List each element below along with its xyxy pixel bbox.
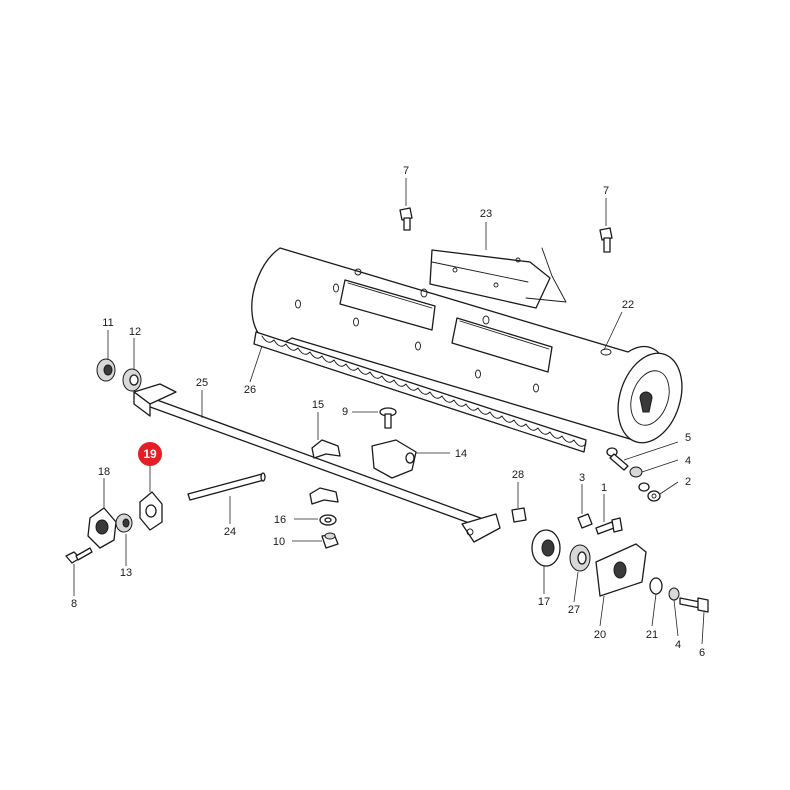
label-8: 8: [71, 598, 77, 610]
leader-lines: [73, 178, 705, 645]
highlight-marker-19[interactable]: 19: [138, 442, 162, 492]
key-28: [511, 507, 527, 523]
bolt-7-right: [599, 227, 613, 253]
washer-2: [638, 482, 661, 502]
nut-4-upper: [629, 466, 643, 478]
bolt-8: [65, 547, 93, 564]
label-6: 6: [699, 647, 705, 659]
label-4-upper: 4: [685, 455, 691, 467]
label-13: 13: [120, 567, 132, 579]
label-16: 16: [274, 514, 286, 526]
bushing-13: [115, 513, 133, 533]
small-rod: [187, 472, 266, 501]
label-2: 2: [685, 476, 691, 488]
bolt-6: [679, 597, 709, 613]
label-28: 28: [512, 469, 524, 481]
label-24: 24: [224, 526, 236, 538]
label-23: 23: [480, 208, 492, 220]
label-11: 11: [102, 317, 113, 329]
label-9: 9: [342, 406, 348, 418]
pad-15-lower: [309, 487, 339, 505]
long-shaft: [133, 383, 501, 543]
label-22: 22: [622, 299, 634, 311]
label-21: 21: [646, 629, 658, 641]
label-7-top-right: 7: [603, 185, 609, 197]
screw-9: [379, 407, 397, 429]
label-19[interactable]: 19: [143, 447, 157, 461]
bearing-11: [96, 358, 116, 382]
toothed-bar: [253, 331, 587, 453]
label-5: 5: [685, 432, 691, 444]
bolt-1: [595, 517, 623, 535]
washer-16: [319, 514, 337, 526]
label-18: 18: [98, 466, 110, 478]
flange-19: [139, 491, 163, 531]
label-27: 27: [568, 604, 580, 616]
nut-3: [577, 513, 593, 529]
cover-plate: [429, 247, 567, 309]
bolt-5: [606, 447, 629, 471]
part-labels: 7 7 23 22 11 12 25 26 15 9 14 18 24 13 8…: [71, 165, 705, 659]
bearing-12: [122, 368, 142, 392]
label-15: 15: [312, 399, 324, 411]
sleeve-17: [531, 529, 561, 567]
label-25: 25: [196, 377, 208, 389]
label-17: 17: [538, 596, 550, 608]
label-4-lower: 4: [675, 639, 681, 651]
bolt-7-left: [399, 207, 413, 231]
label-3: 3: [579, 472, 585, 484]
washer-21: [649, 577, 663, 595]
nut-10: [321, 532, 339, 549]
flange-18: [87, 507, 117, 549]
label-1: 1: [601, 482, 607, 494]
label-26: 26: [244, 384, 256, 396]
pad-15-upper: [311, 439, 341, 459]
label-12: 12: [129, 326, 141, 338]
nut-4-lower: [668, 587, 680, 601]
highlight-circle[interactable]: [138, 442, 162, 466]
label-20: 20: [594, 629, 606, 641]
label-10: 10: [273, 536, 285, 548]
drum-cylinder: [251, 247, 683, 444]
housing-20: [595, 543, 647, 597]
bracket-14: [371, 439, 417, 479]
bearing-27: [569, 544, 591, 572]
label-14: 14: [455, 448, 467, 460]
label-7-top-left: 7: [403, 165, 409, 177]
